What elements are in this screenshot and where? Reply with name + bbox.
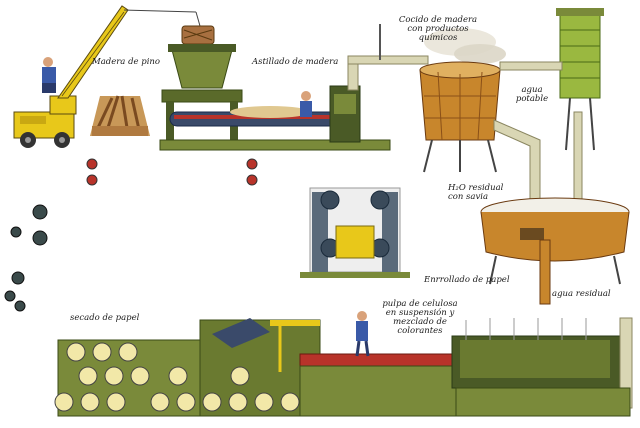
label-waste-water: agua residual [552, 289, 611, 299]
pipe-chip-feed [347, 24, 429, 91]
label-cellulose-pulp: pulpa de celulosa en suspensión y mezcla… [382, 299, 458, 336]
wood-chipper [159, 44, 391, 151]
crane-truck [13, 5, 201, 148]
suspended-logs [181, 25, 215, 45]
label-drinking-water: agua potable [515, 85, 549, 104]
rolling-machine [300, 187, 410, 278]
dryer-cylinders [54, 342, 300, 412]
label-paper-drying: secado de papel [70, 313, 140, 323]
roller-column [4, 158, 258, 312]
paper-dryer-machine [57, 311, 633, 417]
label-pine-wood: Madera de pino [92, 57, 160, 67]
water-tower [499, 8, 604, 221]
label-wood-cooking: Cocido de madera con productos químicos [398, 15, 478, 43]
label-residual-water-sap: H₂O residual con savia [448, 183, 504, 202]
label-paper-rolling: Enrrollado de papel [424, 275, 510, 285]
cooking-tank [419, 28, 506, 173]
label-wood-chipping: Astillado de madera [252, 57, 339, 67]
pine-log-pile [90, 95, 150, 136]
pulp-vat [480, 197, 630, 305]
